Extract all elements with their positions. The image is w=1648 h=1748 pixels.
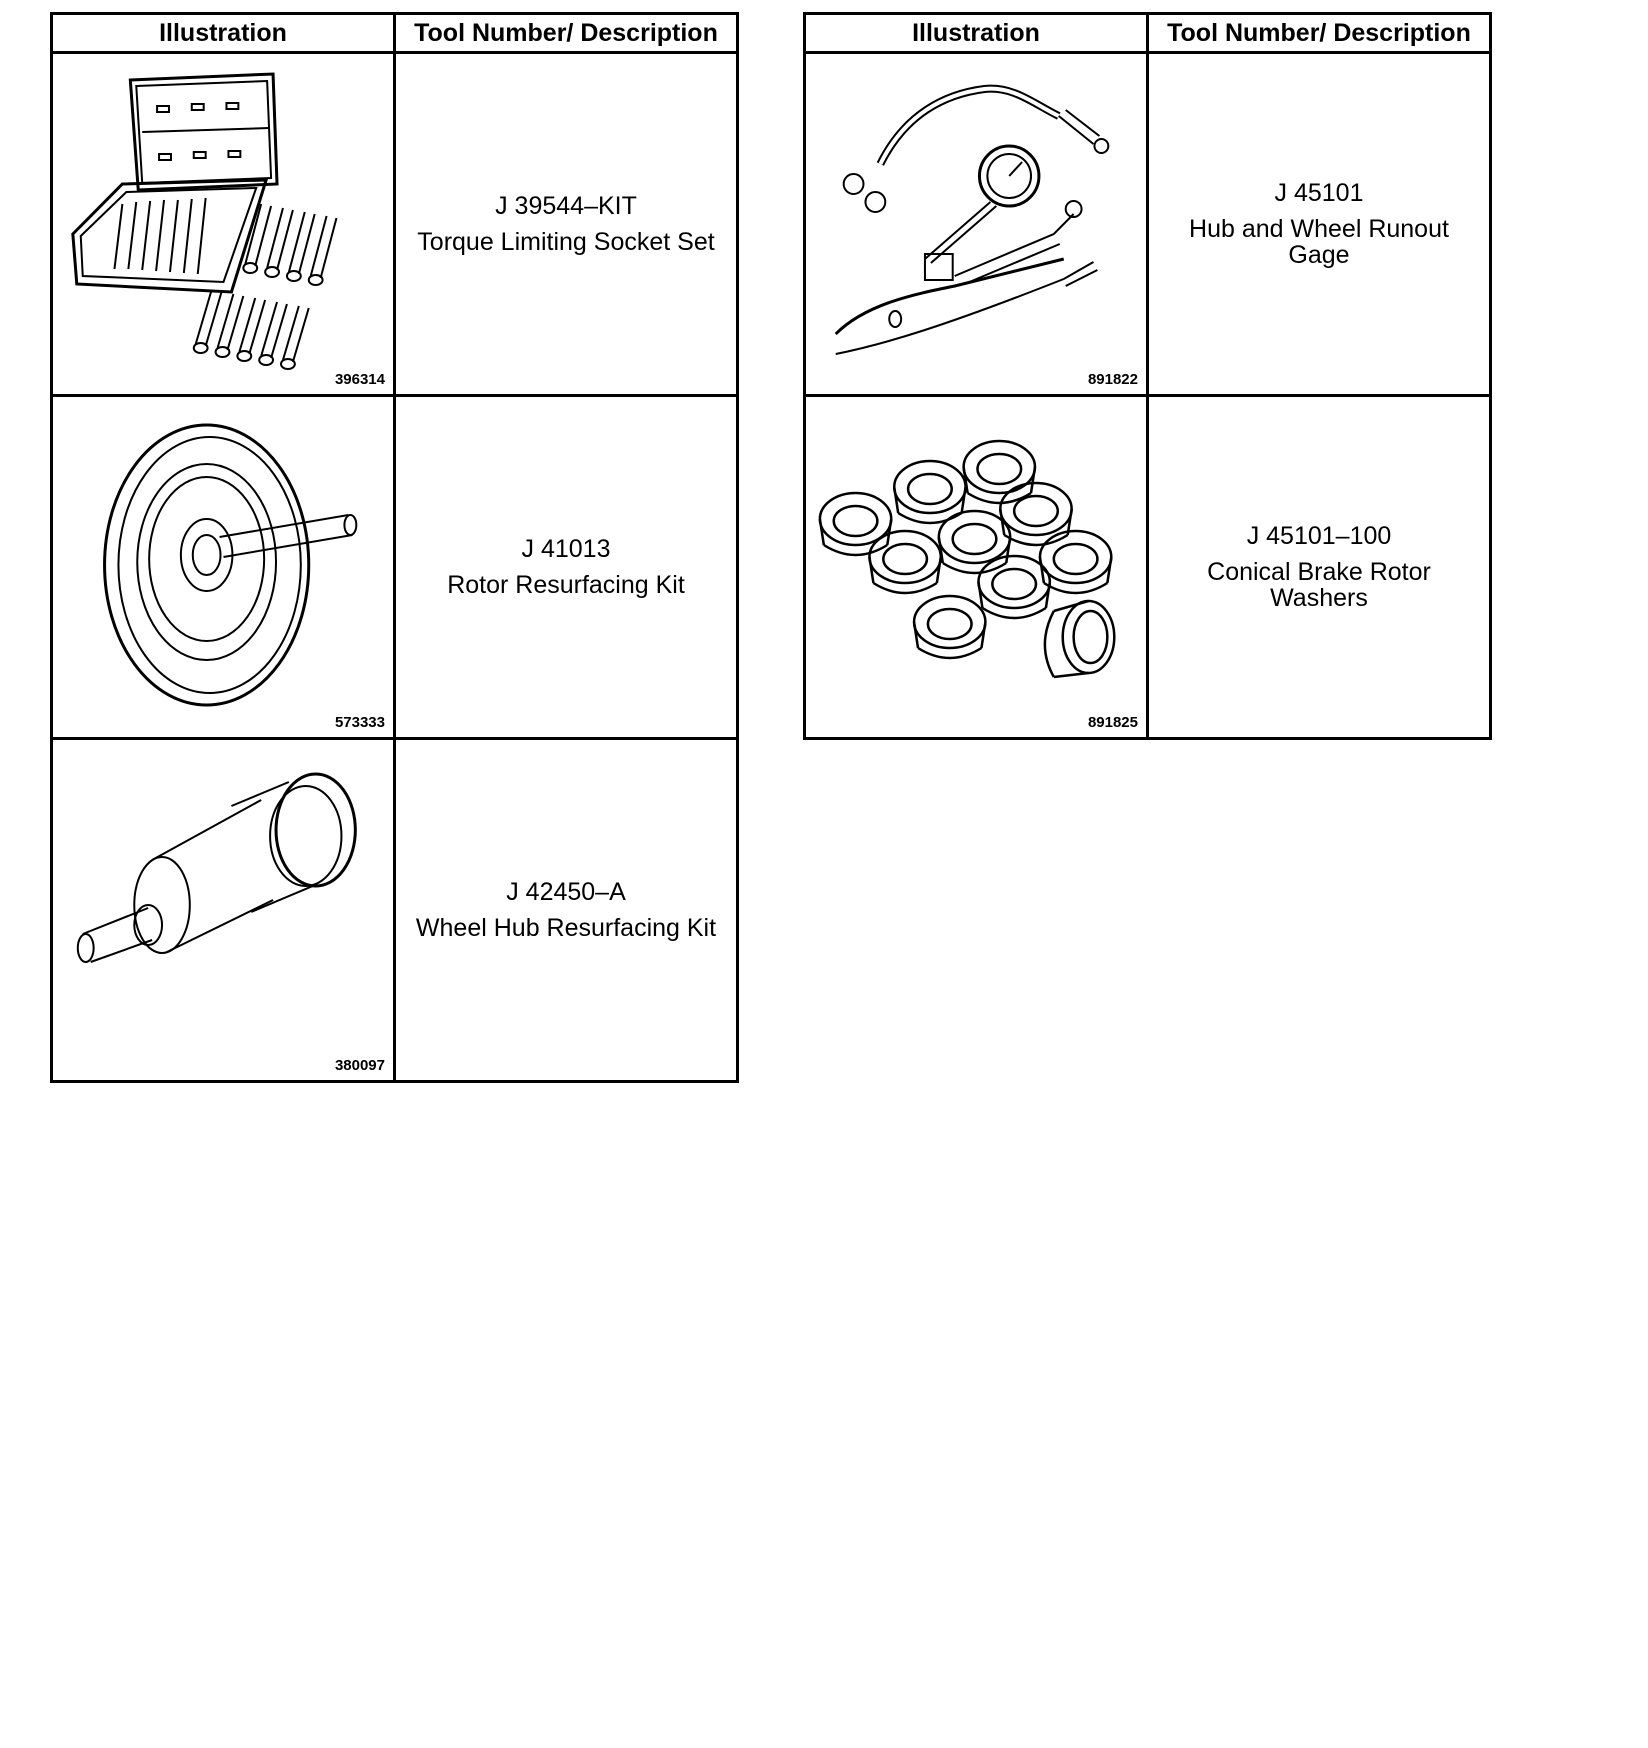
- tool-description: Rotor Resurfacing Kit: [447, 571, 685, 599]
- description-cell: J 45101 Hub and Wheel Runout Gage: [1146, 51, 1492, 397]
- table-row: 891825 J 45101–100 Conical Brake Rotor W…: [803, 394, 1492, 740]
- rotor-disc-icon: [53, 397, 393, 737]
- header-illustration: Illustration: [50, 12, 396, 54]
- tool-number: J 41013: [521, 535, 611, 563]
- description-cell: J 42450–A Wheel Hub Resurfacing Kit: [393, 737, 739, 1083]
- tool-description: Conical Brake Rotor Washers: [1207, 558, 1431, 612]
- illustration-cell: 396314: [50, 51, 396, 397]
- description-cell: J 39544–KIT Torque Limiting Socket Set: [393, 51, 739, 397]
- tool-number: J 39544–KIT: [495, 192, 637, 220]
- illustration-cell: 573333: [50, 394, 396, 740]
- header-tool-description: Tool Number/ Description: [393, 12, 739, 54]
- tool-number: J 45101–100: [1246, 522, 1392, 550]
- tool-number: J 42450–A: [506, 878, 626, 906]
- left-tool-table: Illustration Tool Number/ Description: [50, 12, 739, 1083]
- header-illustration: Illustration: [803, 12, 1149, 54]
- description-cell: J 41013 Rotor Resurfacing Kit: [393, 394, 739, 740]
- tool-description: Wheel Hub Resurfacing Kit: [415, 914, 717, 942]
- right-tool-table: Illustration Tool Number/ Description: [803, 12, 1492, 740]
- figure-number: 396314: [334, 371, 385, 388]
- figure-number: 891822: [1087, 371, 1138, 388]
- table-header-row: Illustration Tool Number/ Description: [50, 12, 739, 54]
- illustration-cell: 891822: [803, 51, 1149, 397]
- description-cell: J 45101–100 Conical Brake Rotor Washers: [1146, 394, 1492, 740]
- table-row: 891822 J 45101 Hub and Wheel Runout Gage: [803, 51, 1492, 397]
- tool-description: Hub and Wheel Runout Gage: [1189, 215, 1449, 269]
- table-header-row: Illustration Tool Number/ Description: [803, 12, 1492, 54]
- figure-number: 380097: [334, 1057, 385, 1074]
- figure-number: 573333: [334, 714, 385, 731]
- conical-washers-icon: [806, 397, 1146, 737]
- illustration-cell: 891825: [803, 394, 1149, 740]
- hub-resurfacing-tool-icon: [53, 740, 393, 1080]
- table-row: 573333 J 41013 Rotor Resurfacing Kit: [50, 394, 739, 740]
- table-row: 380097 J 42450–A Wheel Hub Resurfacing K…: [50, 737, 739, 1083]
- header-tool-description: Tool Number/ Description: [1146, 12, 1492, 54]
- socket-set-case-icon: [53, 54, 393, 394]
- tool-number: J 45101: [1274, 179, 1364, 207]
- illustration-cell: 380097: [50, 737, 396, 1083]
- figure-number: 891825: [1087, 714, 1138, 731]
- dial-gauge-clamp-icon: [806, 54, 1146, 394]
- table-row: 396314 J 39544–KIT Torque Limiting Socke…: [50, 51, 739, 397]
- tool-description: Torque Limiting Socket Set: [417, 228, 715, 256]
